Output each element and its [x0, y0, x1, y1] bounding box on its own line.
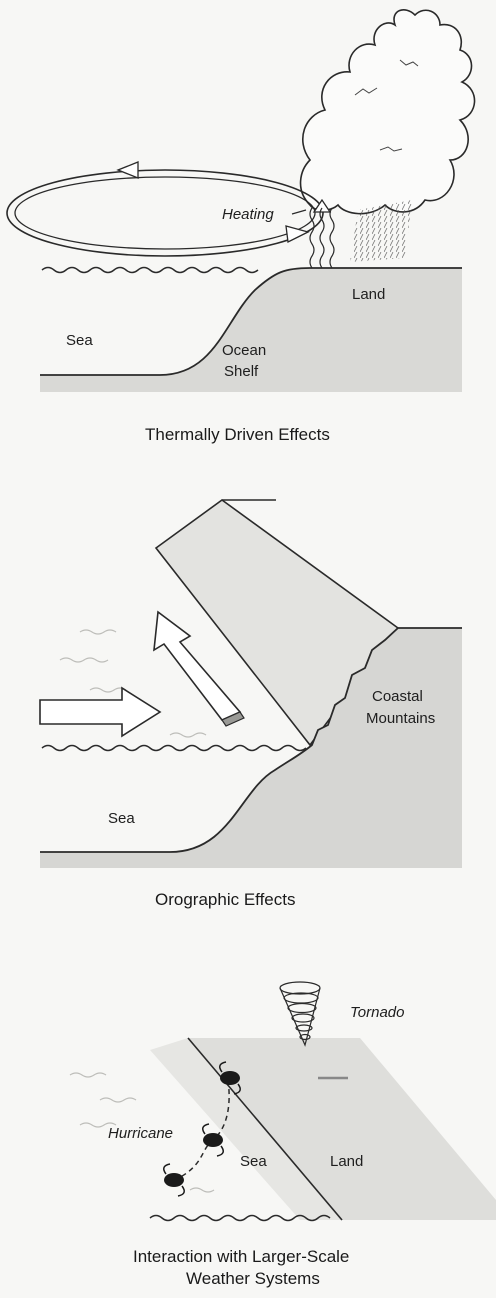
- land-label: Land: [352, 286, 385, 303]
- land-region-3: [188, 1038, 496, 1220]
- heating-lines: [309, 207, 335, 269]
- hurricane-symbol-1: [219, 1061, 241, 1095]
- sea-surface-waves: [41, 266, 259, 274]
- caption-larger-scale-1: Interaction with Larger-Scale: [133, 1247, 349, 1266]
- flow-arrow-right: [285, 225, 310, 243]
- land-label-3: Land: [330, 1153, 363, 1170]
- heating-label: Heating: [222, 206, 274, 223]
- hurricane-symbol-2: [202, 1123, 224, 1157]
- hurricane-symbol-3: [163, 1163, 185, 1197]
- tornado-label: Tornado: [350, 1004, 405, 1021]
- hurricane-label: Hurricane: [108, 1125, 173, 1142]
- circulation-loop: [6, 169, 324, 257]
- coastal-mountains-label-1: Coastal: [372, 688, 423, 705]
- caption-orographic: Orographic Effects: [155, 890, 295, 909]
- coastal-mountains-label-2: Mountains: [366, 710, 435, 727]
- land-mass: [40, 268, 462, 392]
- panel-thermally-driven: Heating Land Sea Ocean Shelf Thermally D…: [6, 9, 476, 444]
- onshore-wind-arrow: [39, 686, 162, 738]
- sea-label-2: Sea: [108, 810, 135, 827]
- coastal-land: [40, 628, 462, 868]
- upslope-flow-arrow: [153, 610, 245, 727]
- tornado-icon: [279, 981, 321, 1047]
- caption-thermally-driven: Thermally Driven Effects: [145, 425, 330, 444]
- panel-larger-scale: Tornado Hurricane Sea Land Interaction w…: [69, 981, 496, 1288]
- caption-larger-scale-2: Weather Systems: [186, 1269, 320, 1288]
- coastline-3: [187, 1037, 343, 1221]
- rain-shading: [350, 200, 412, 262]
- flow-arrow-up: [312, 198, 332, 213]
- ocean-shelf-label-2: Shelf: [224, 363, 259, 380]
- sea-surface-waves-2: [41, 744, 307, 752]
- sea-label-3: Sea: [240, 1153, 267, 1170]
- ocean-shelf-label-1: Ocean: [222, 342, 266, 359]
- mountain-slope: [154, 499, 400, 747]
- heating-pointer: [291, 209, 307, 215]
- sea-surface-waves-3: [149, 1214, 331, 1222]
- cumulus-cloud: [299, 9, 476, 215]
- flow-arrow-left: [116, 161, 139, 179]
- panel-orographic: Coastal Mountains Sea Orographic Effects: [39, 499, 462, 909]
- sea-label: Sea: [66, 332, 93, 349]
